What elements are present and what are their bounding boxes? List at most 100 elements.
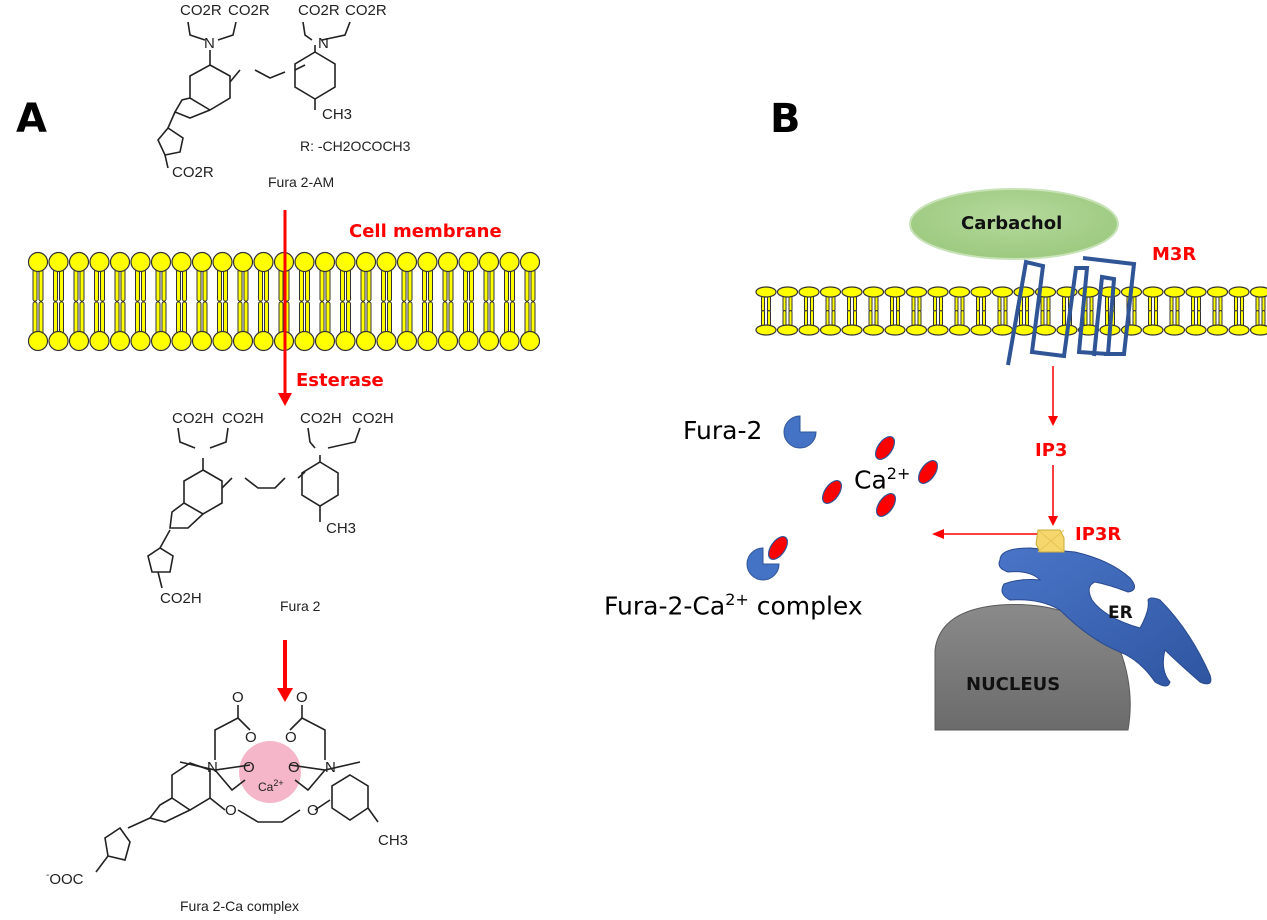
- lipid-head: [314, 330, 336, 352]
- lipid-head: [927, 286, 949, 298]
- lipid-head: [905, 324, 928, 336]
- lipid-head: [458, 251, 479, 273]
- fura2am-group-2: CO2R: [228, 2, 270, 19]
- phospholipid: [396, 251, 418, 352]
- phospholipid: [862, 286, 885, 336]
- lipid-head: [335, 251, 356, 273]
- lipid-head: [212, 330, 233, 352]
- calcium-halo: [239, 741, 301, 803]
- lipid-head: [458, 330, 479, 352]
- fura2-group-1: CO2H: [172, 410, 214, 427]
- m3r-helices-b: [1082, 256, 1137, 356]
- phospholipid: [232, 251, 254, 352]
- lipid-head: [27, 251, 49, 273]
- lipid-head: [68, 330, 90, 352]
- lipid-head: [1163, 324, 1186, 336]
- phospholipid: [458, 251, 479, 352]
- ip3-to-ip3r-arrowhead: [1048, 516, 1058, 526]
- lipid-head: [1185, 286, 1207, 298]
- calcium-ion-icon: [875, 493, 897, 517]
- phospholipid: [819, 286, 842, 336]
- phospholipid: [755, 286, 777, 336]
- lipid-head: [819, 286, 842, 298]
- bond: [302, 21, 313, 41]
- esterase-arrow-head: [278, 393, 292, 406]
- fura2-methyl: CH3: [326, 520, 357, 537]
- lipid-head: [109, 330, 131, 352]
- esterase-label: Esterase: [296, 370, 384, 391]
- fura2am-group-4: CO2R: [345, 2, 387, 19]
- m3r-label: M3R: [1152, 244, 1197, 265]
- phospholipid: [437, 251, 459, 352]
- lipid-head: [253, 251, 274, 273]
- lipid-head: [776, 286, 799, 298]
- phospholipid: [314, 251, 336, 352]
- complex-prefix: Fura-2-Ca: [604, 591, 726, 621]
- lipid-head: [130, 251, 151, 273]
- phospholipid: [499, 251, 520, 352]
- lipid-head: [755, 324, 777, 336]
- fura2-dye-icon: [783, 415, 817, 449]
- n-atom: N: [207, 759, 218, 776]
- lipid-head: [862, 324, 885, 336]
- lipid-head: [89, 251, 110, 273]
- fura2am-r-definition: R: -CH2OCOCH3: [300, 138, 411, 154]
- complex-suffix: complex: [748, 591, 863, 621]
- lipid-head: [355, 330, 377, 352]
- lipid-head: [294, 251, 315, 273]
- calcium-symbol: Ca: [854, 465, 887, 495]
- bond: [164, 154, 169, 169]
- phospholipid: [519, 251, 541, 352]
- phospholipid: [841, 286, 863, 336]
- phospholipid: [1228, 286, 1250, 336]
- ip3-label: IP3: [1035, 440, 1068, 461]
- phospholipid: [905, 286, 928, 336]
- lipid-head: [376, 330, 397, 352]
- calcium-release-arrowhead: [932, 529, 944, 539]
- lipid-head: [396, 251, 418, 273]
- calcium-ion-icon: [917, 460, 939, 484]
- phospholipid: [355, 251, 377, 352]
- fura2-ca-caption: Fura 2-Ca complex: [180, 898, 300, 914]
- m3r-helices-a: [1006, 259, 1117, 366]
- phospholipid: [1013, 286, 1035, 336]
- lipid-head: [841, 286, 863, 298]
- fura2am-group-bottom: CO2R: [172, 164, 214, 181]
- fura2-group-4: CO2H: [352, 410, 394, 427]
- phospholipid: [776, 286, 799, 336]
- phospholipid: [948, 286, 971, 336]
- o-atom: O: [243, 759, 255, 776]
- lipid-head: [927, 324, 949, 336]
- lipid-head: [253, 330, 274, 352]
- lipid-head: [396, 330, 418, 352]
- calcium-ion-icon: [874, 436, 896, 460]
- bond: [187, 21, 206, 41]
- fura2am-group-1: CO2R: [180, 2, 222, 19]
- phospholipid: [27, 251, 49, 352]
- phospholipid: [1206, 286, 1229, 336]
- lipid-head: [478, 330, 500, 352]
- phospholipid: [68, 251, 90, 352]
- lipid-head: [27, 330, 49, 352]
- n-atom: N: [325, 759, 336, 776]
- lipid-head: [48, 330, 69, 352]
- lipid-head: [437, 251, 459, 273]
- nucleus-label: NUCLEUS: [966, 674, 1061, 695]
- phospholipid: [48, 251, 69, 352]
- lipid-head: [884, 286, 906, 298]
- lipid-head: [232, 330, 254, 352]
- lipid-head: [68, 251, 90, 273]
- lipid-head: [819, 324, 842, 336]
- lipid-head: [478, 251, 500, 273]
- lipid-head: [1228, 324, 1250, 336]
- lipid-head: [1249, 324, 1267, 336]
- phospholipid: [927, 286, 949, 336]
- er-shape: [998, 547, 1212, 687]
- phospholipid: [335, 251, 356, 352]
- panel-a-letter: A: [16, 96, 47, 142]
